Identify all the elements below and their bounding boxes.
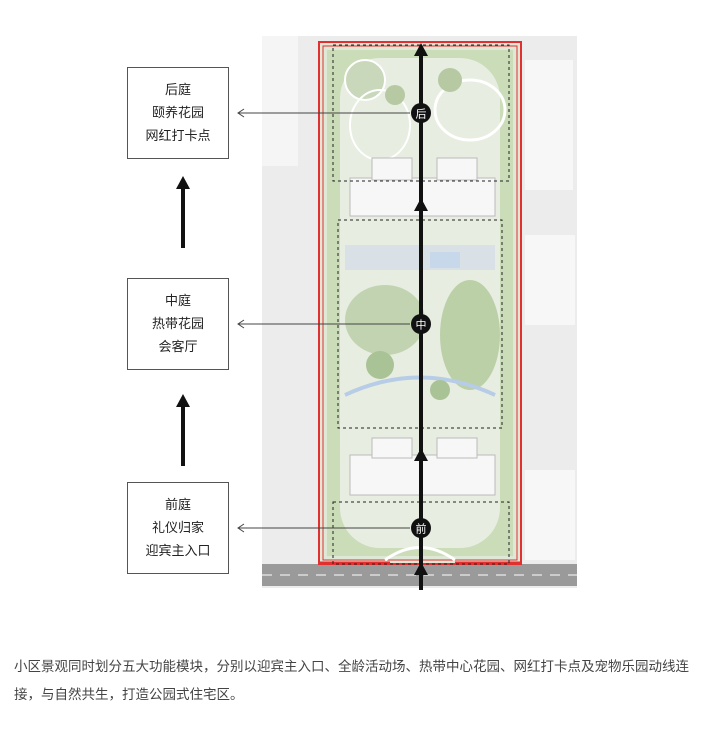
label-rear-zone: 后庭 颐养花园 网红打卡点 <box>127 67 229 159</box>
site-plan: 后 中 前 <box>237 36 577 590</box>
label-rear-line1: 后庭 <box>164 82 191 98</box>
flow-arrow-middle-to-rear <box>176 176 190 248</box>
label-middle-line2: 热带花园 <box>151 316 204 332</box>
label-front-line3: 迎宾主入口 <box>145 543 211 559</box>
marker-rear: 后 <box>411 103 431 123</box>
label-rear-line3: 网红打卡点 <box>145 128 211 144</box>
label-front-zone: 前庭 礼仪归家 迎宾主入口 <box>127 482 229 574</box>
label-middle-line3: 会客厅 <box>158 339 198 355</box>
caption-text: 小区景观同时划分五大功能模块，分别以迎宾主入口、全龄活动场、热带中心花园、网红打… <box>14 659 689 703</box>
flow-arrow-front-to-middle <box>176 394 190 466</box>
label-middle-line1: 中庭 <box>164 293 191 309</box>
svg-text:后: 后 <box>416 108 427 121</box>
svg-text:前: 前 <box>416 522 427 536</box>
label-middle-zone: 中庭 热带花园 会客厅 <box>127 278 229 370</box>
label-front-line2: 礼仪归家 <box>151 520 204 536</box>
marker-middle: 中 <box>411 314 431 334</box>
label-rear-line2: 颐养花园 <box>151 105 204 121</box>
svg-text:中: 中 <box>416 319 427 332</box>
marker-front: 前 <box>411 518 431 538</box>
label-front-line1: 前庭 <box>164 497 191 513</box>
